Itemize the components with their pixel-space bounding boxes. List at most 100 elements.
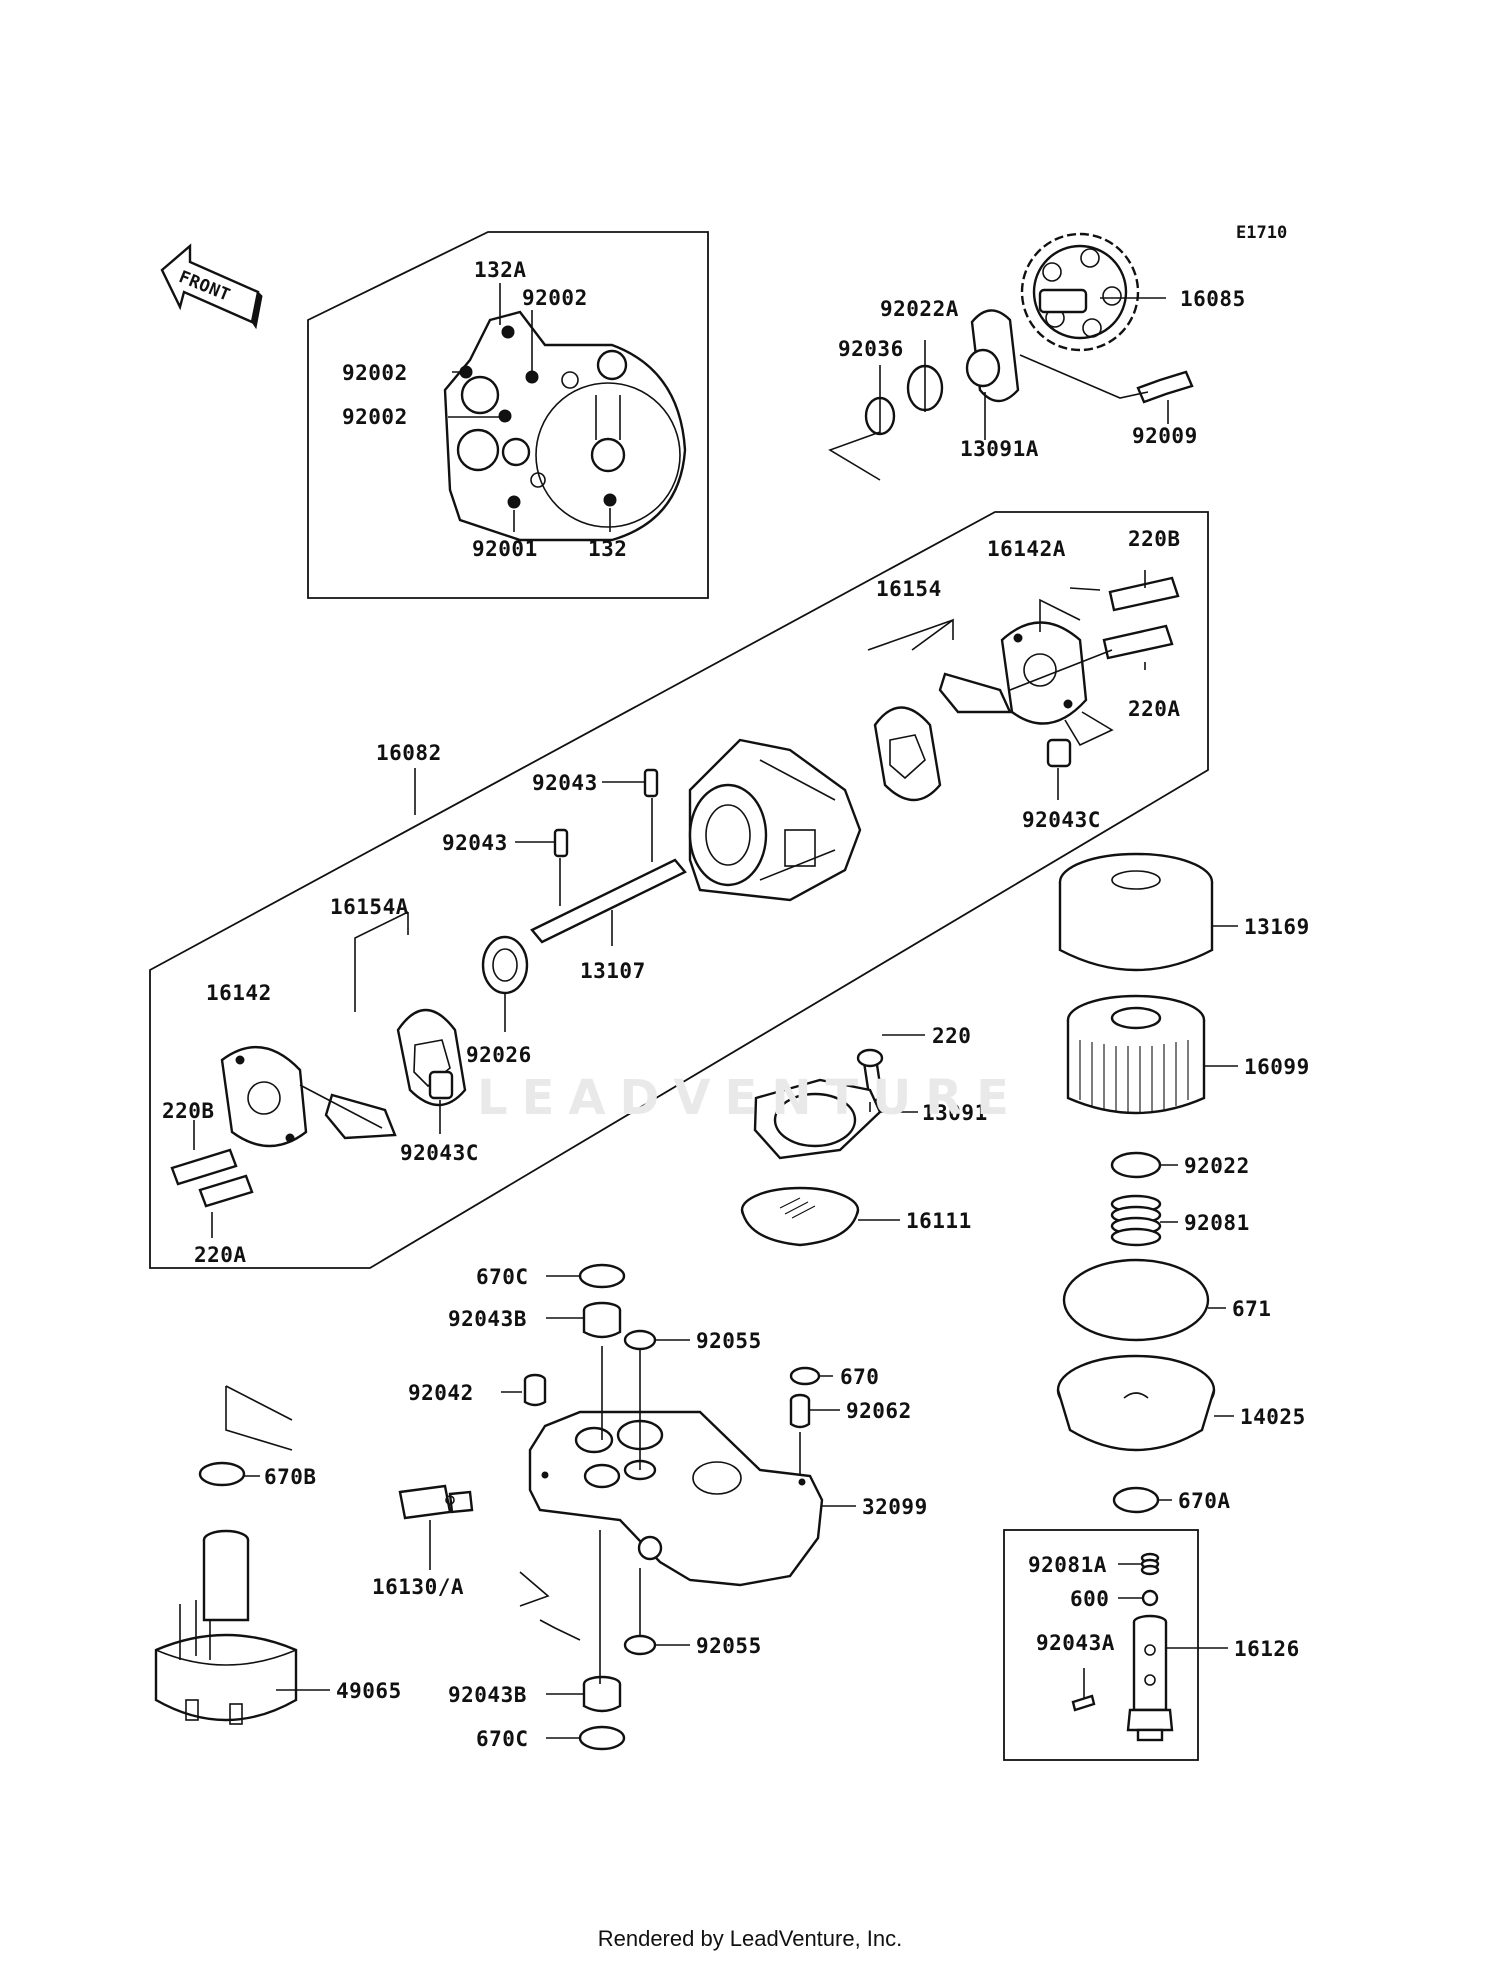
- label-671: 671: [1232, 1297, 1271, 1321]
- label-92043B-bot: 92043B: [448, 1683, 527, 1707]
- label-92055-top: 92055: [696, 1329, 762, 1353]
- label-92055-bot: 92055: [696, 1634, 762, 1658]
- label-92001: 92001: [472, 537, 538, 561]
- oil-filter-16099: [1066, 994, 1206, 1115]
- diagram-code: E1710: [1236, 223, 1288, 243]
- sleeve-92043B-bot: [582, 1675, 622, 1713]
- label-92062: 92062: [846, 1399, 912, 1423]
- label-670C-top: 670C: [476, 1265, 529, 1289]
- pump-cover-16142A: [1000, 621, 1088, 725]
- gear-16085: [1020, 232, 1140, 352]
- label-16142A: 16142A: [987, 537, 1066, 561]
- relief-valve-box: [1003, 1529, 1199, 1761]
- label-49065: 49065: [336, 1679, 402, 1703]
- dowel-92043C-top: [1046, 738, 1072, 768]
- label-13169: 13169: [1244, 915, 1310, 939]
- pin-92043-b: [553, 828, 569, 858]
- bolt-92009: [1136, 370, 1194, 404]
- label-92026: 92026: [466, 1043, 532, 1067]
- pump-assembly-box: [149, 511, 1209, 1269]
- label-16154A: 16154A: [330, 895, 409, 919]
- spring-92081: [1110, 1194, 1162, 1247]
- sleeve-92043B-top: [582, 1301, 622, 1339]
- label-92022A: 92022A: [880, 297, 959, 321]
- label-92081: 92081: [1184, 1211, 1250, 1235]
- inner-rotor-16154: [938, 672, 1012, 714]
- label-16154: 16154: [876, 577, 942, 601]
- dowel-92043C-bot: [428, 1070, 454, 1100]
- fitting-16130: [398, 1484, 474, 1520]
- filter-cover-14025: [1056, 1354, 1216, 1452]
- front-arrow-icon: FRONT: [160, 243, 263, 330]
- label-220B-bot: 220B: [162, 1099, 215, 1123]
- label-132A: 132A: [474, 258, 527, 282]
- label-670A: 670A: [1178, 1489, 1231, 1513]
- housing-32099: [528, 1410, 824, 1587]
- outer-rotor-16154: [873, 706, 942, 802]
- label-16111: 16111: [906, 1209, 972, 1233]
- inset-box-cover: [307, 231, 709, 599]
- o-ring-670: [789, 1366, 821, 1386]
- strainer-49065: [154, 1529, 298, 1725]
- washer-92055-top: [623, 1329, 657, 1351]
- label-13091A: 13091A: [960, 437, 1039, 461]
- spring-92081A: [1140, 1552, 1160, 1576]
- label-670B: 670B: [264, 1465, 317, 1489]
- pump-cover-plate: [443, 310, 687, 542]
- pin-92043A: [1071, 1694, 1096, 1712]
- washer-92022: [1110, 1151, 1162, 1179]
- label-92081A: 92081A: [1028, 1553, 1107, 1577]
- washer-92026: [481, 935, 529, 995]
- label-132: 132: [588, 537, 627, 561]
- label-13091: 13091: [922, 1101, 988, 1125]
- label-600: 600: [1070, 1587, 1109, 1611]
- label-92043C-bot: 92043C: [400, 1141, 479, 1165]
- label-92043A: 92043A: [1036, 1631, 1115, 1655]
- bolt-220A-bot: [198, 1174, 254, 1208]
- footer-credit: Rendered by LeadVenture, Inc.: [597, 1926, 903, 1951]
- label-220A-bot: 220A: [194, 1243, 247, 1267]
- label-92043-a: 92043: [532, 771, 598, 795]
- label-16099: 16099: [1244, 1055, 1310, 1079]
- o-ring-671: [1062, 1258, 1210, 1342]
- relief-valve-16126: [1126, 1614, 1174, 1742]
- label-16142: 16142: [206, 981, 272, 1005]
- label-670: 670: [840, 1365, 879, 1389]
- bolt-220A-top: [1102, 624, 1174, 660]
- label-16085: 16085: [1180, 287, 1246, 311]
- label-92002-c: 92002: [342, 405, 408, 429]
- label-13107: 13107: [580, 959, 646, 983]
- label-92042: 92042: [408, 1381, 474, 1405]
- ball-600: [1141, 1589, 1159, 1607]
- label-220: 220: [932, 1024, 971, 1048]
- label-92009: 92009: [1132, 424, 1198, 448]
- pin-92043-a: [643, 768, 659, 798]
- label-92043-b: 92043: [442, 831, 508, 855]
- label-14025: 14025: [1240, 1405, 1306, 1429]
- washer-92055-bot: [623, 1634, 657, 1656]
- bolt-220B-bot: [170, 1148, 238, 1186]
- bearing-plate-13091A: [965, 309, 1020, 403]
- label-92043B-top: 92043B: [448, 1307, 527, 1331]
- shaft-13107: [530, 858, 687, 944]
- label-92036: 92036: [838, 337, 904, 361]
- dowel-92042: [523, 1373, 547, 1407]
- label-220A-top: 220A: [1128, 697, 1181, 721]
- watermark: LEADVENTURE: [477, 1070, 1023, 1126]
- label-92002-a: 92002: [522, 286, 588, 310]
- oil-screen-16111: [740, 1186, 860, 1247]
- label-92043C-top: 92043C: [1022, 808, 1101, 832]
- o-ring-670C-top: [578, 1263, 626, 1289]
- label-92022: 92022: [1184, 1154, 1250, 1178]
- o-ring-670A: [1112, 1486, 1160, 1514]
- label-16130A: 16130/A: [372, 1575, 464, 1599]
- dowel-92062: [789, 1393, 811, 1429]
- label-670C-bot: 670C: [476, 1727, 529, 1751]
- o-ring-670B: [198, 1461, 246, 1487]
- label-32099: 32099: [862, 1495, 928, 1519]
- label-220B-top: 220B: [1128, 527, 1181, 551]
- label-92002-b: 92002: [342, 361, 408, 385]
- bolt-220B-top: [1108, 576, 1180, 612]
- plate-13091: [753, 1078, 882, 1160]
